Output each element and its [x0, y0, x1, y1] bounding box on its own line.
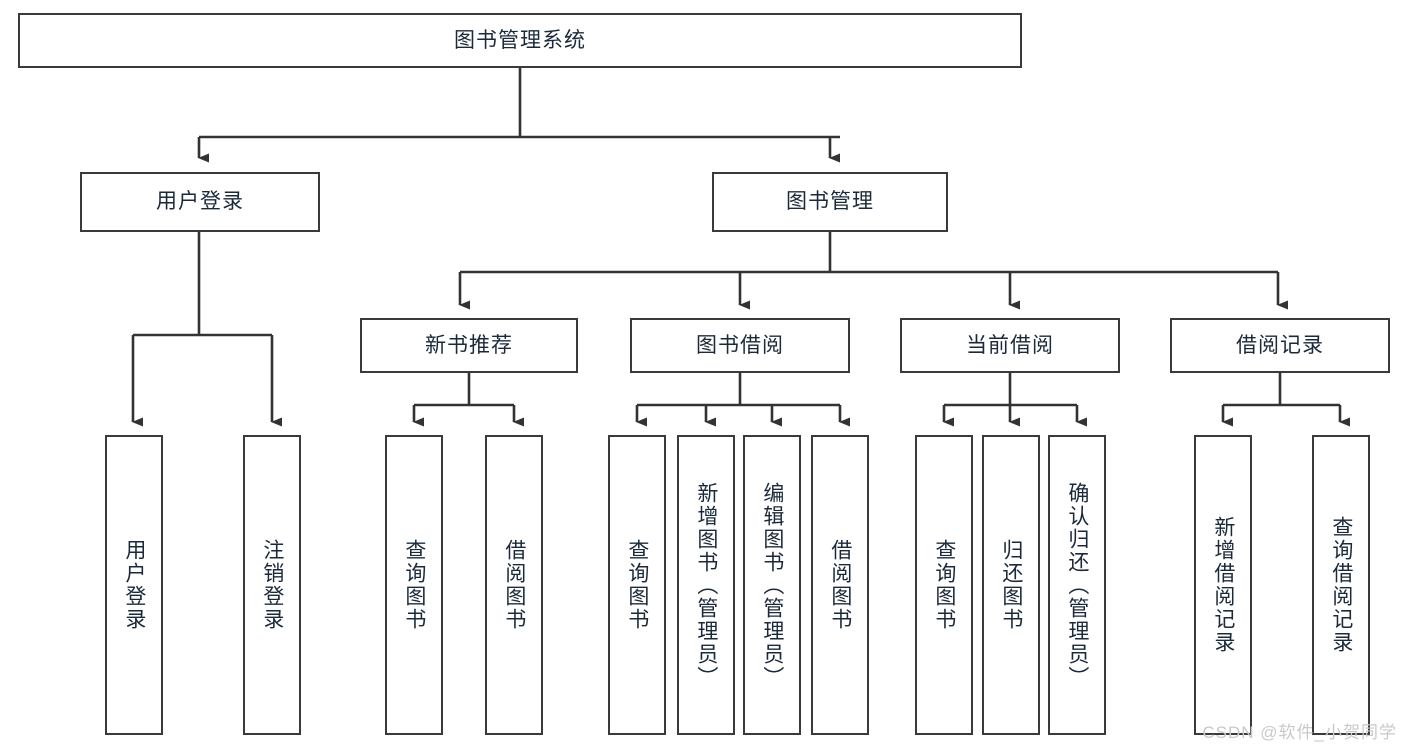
leaf-logout-login[interactable]: 注销登录	[243, 435, 301, 735]
node-new-book-recommendation[interactable]: 新书推荐	[360, 318, 578, 373]
node-label: 当前借阅	[966, 333, 1054, 357]
node-label: 图书管理系统	[454, 28, 586, 52]
node-current-borrowing[interactable]: 当前借阅	[900, 318, 1120, 373]
leaf-current-query-books[interactable]: 查询图书	[915, 435, 973, 735]
leaf-borrow-query-books[interactable]: 查询图书	[608, 435, 666, 735]
node-user-login[interactable]: 用户登录	[80, 172, 320, 232]
node-book-management[interactable]: 图书管理	[712, 172, 948, 232]
leaf-current-return-books[interactable]: 归还图书	[982, 435, 1040, 735]
node-borrowing-record[interactable]: 借阅记录	[1170, 318, 1390, 373]
leaf-borrow-edit-book-admin[interactable]: 编辑图书（管理员）	[743, 435, 801, 735]
node-label: 查询图书	[402, 539, 426, 631]
leaf-new-book-borrow-books[interactable]: 借阅图书	[485, 435, 543, 735]
node-label: 归还图书	[999, 539, 1023, 631]
node-label: 确认归还（管理员）	[1065, 481, 1089, 689]
node-label: 查询借阅记录	[1329, 516, 1353, 654]
node-label: 用户登录	[156, 190, 244, 214]
leaf-new-book-query-books[interactable]: 查询图书	[385, 435, 443, 735]
node-label: 查询图书	[932, 539, 956, 631]
node-label: 编辑图书（管理员）	[760, 481, 784, 689]
node-label: 借阅图书	[502, 539, 526, 631]
leaf-record-query-borrow-record[interactable]: 查询借阅记录	[1312, 435, 1370, 735]
leaf-current-confirm-return-admin[interactable]: 确认归还（管理员）	[1048, 435, 1106, 735]
leaf-user-login[interactable]: 用户登录	[105, 435, 163, 735]
watermark: CSDN @软件_小贺同学	[1202, 723, 1397, 742]
node-label: 借阅图书	[828, 539, 852, 631]
node-root-book-management-system[interactable]: 图书管理系统	[18, 13, 1022, 68]
leaf-record-add-borrow-record[interactable]: 新增借阅记录	[1194, 435, 1252, 735]
node-label: 查询图书	[625, 539, 649, 631]
node-label: 图书借阅	[696, 333, 784, 357]
node-book-borrowing[interactable]: 图书借阅	[630, 318, 850, 373]
leaf-borrow-borrow-books[interactable]: 借阅图书	[811, 435, 869, 735]
node-label: 图书管理	[786, 190, 874, 214]
leaf-borrow-add-book-admin[interactable]: 新增图书（管理员）	[677, 435, 735, 735]
node-label: 新书推荐	[425, 333, 513, 357]
node-label: 新增借阅记录	[1211, 516, 1235, 654]
node-label: 用户登录	[122, 539, 146, 631]
node-label: 新增图书（管理员）	[694, 481, 718, 689]
node-label: 注销登录	[260, 539, 284, 631]
node-label: 借阅记录	[1236, 333, 1324, 357]
